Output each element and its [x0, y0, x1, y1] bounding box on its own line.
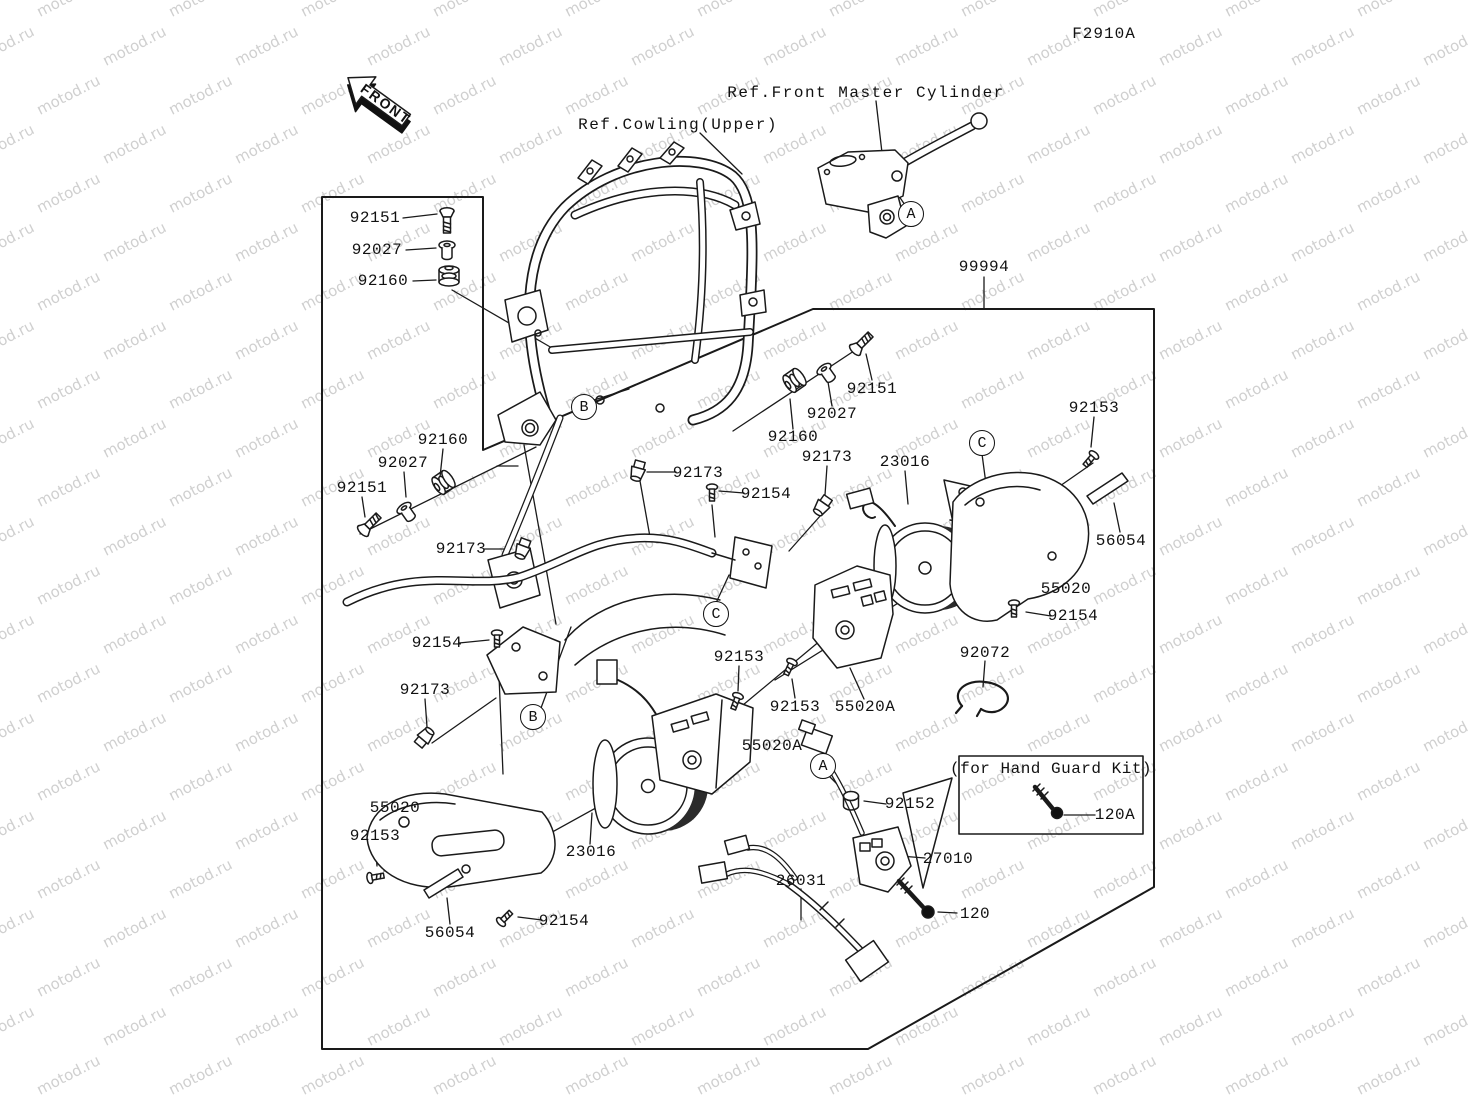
screw-92151: [439, 207, 455, 234]
part-label-23016: 23016: [879, 453, 931, 471]
lamp-bracket-right: [949, 471, 1090, 622]
part-label-92173: 92173: [801, 448, 853, 466]
part-label-55020A: 55020A: [834, 698, 896, 716]
collar-92027: [438, 240, 456, 261]
lamp-connector-right: [845, 487, 875, 510]
lamp-cover-right: [812, 565, 894, 669]
reflector-strip-right: [1086, 472, 1129, 505]
part-label-92154: 92154: [538, 912, 590, 930]
part-label-92152: 92152: [884, 795, 936, 813]
hand-guard-kit-label: (for Hand Guard Kit): [949, 760, 1153, 778]
ref-label: Ref.Front Master Cylinder: [727, 84, 1005, 102]
part-label-92027: 92027: [377, 454, 429, 472]
hand-guard-kit-box: [958, 755, 1144, 835]
collar-92027: [814, 360, 840, 387]
screw-92154: [494, 907, 516, 929]
part-label-92153: 92153: [349, 827, 401, 845]
diagram-boundary: [321, 196, 1155, 1050]
damper-92160: [779, 365, 810, 396]
part-label-99994: 99994: [958, 258, 1010, 276]
callout-circle-A: A: [898, 201, 924, 227]
part-label-92151: 92151: [846, 380, 898, 398]
part-label-120: 120: [959, 905, 991, 923]
clamp-drawing: [954, 680, 1010, 718]
fog-lamp-left-group: [366, 659, 754, 899]
sensor-92173: [412, 724, 438, 751]
part-label-92160: 92160: [767, 428, 819, 446]
part-label-27010: 27010: [922, 850, 974, 868]
cap-92152: [842, 790, 860, 811]
part-label-55020A: 55020A: [741, 737, 803, 755]
ref-label: Ref.Cowling(Upper): [578, 116, 778, 134]
part-label-92154: 92154: [411, 634, 463, 652]
fog-lamp-right-group: [812, 471, 1129, 669]
bolt-120A: [1032, 783, 1064, 820]
diagram-code: F2910A: [1072, 25, 1136, 43]
part-label-26031: 26031: [775, 872, 827, 890]
lamp-cable-right: [862, 500, 896, 527]
part-label-92153: 92153: [713, 648, 765, 666]
harness-drawing: [698, 834, 890, 983]
lamp-connector-left: [596, 659, 618, 685]
part-label-92151: 92151: [349, 209, 401, 227]
callout-circle-B: B: [571, 394, 597, 420]
part-label-92173: 92173: [435, 540, 487, 558]
callout-circle-A: A: [810, 753, 836, 779]
damper-92160: [438, 265, 460, 287]
part-label-120A: 120A: [1094, 806, 1136, 824]
part-label-92173: 92173: [672, 464, 724, 482]
part-label-92160: 92160: [417, 431, 469, 449]
part-label-92153: 92153: [1068, 399, 1120, 417]
callout-circle-C: C: [969, 430, 995, 456]
part-label-92151: 92151: [336, 479, 388, 497]
bolt-120: [896, 877, 935, 919]
part-label-92154: 92154: [1047, 607, 1099, 625]
callout-circle-B: B: [520, 704, 546, 730]
screw-92153: [1080, 448, 1101, 471]
handlebar-pipe-drawing: [342, 533, 773, 607]
part-label-92173: 92173: [399, 681, 451, 699]
lamp-bracket-left: [366, 792, 556, 889]
lamp-cover-left: [651, 693, 754, 795]
cowling-stay-drawing: [486, 141, 767, 695]
screw-92154: [705, 483, 719, 502]
sensor-92173: [810, 492, 835, 519]
part-label-92153: 92153: [769, 698, 821, 716]
reflector-strip-left: [423, 868, 464, 899]
callout-circle-C: C: [703, 601, 729, 627]
part-label-92027: 92027: [351, 241, 403, 259]
part-label-55020: 55020: [369, 799, 421, 817]
front-arrow-icon: [346, 76, 412, 134]
part-label-92072: 92072: [959, 644, 1011, 662]
sensor-92173: [627, 458, 648, 484]
part-label-55020: 55020: [1040, 580, 1092, 598]
master-cylinder-drawing: [817, 112, 988, 239]
collar-92027: [394, 499, 420, 526]
part-label-92160: 92160: [357, 272, 409, 290]
part-label-56054: 56054: [1095, 532, 1147, 550]
damper-92160: [428, 467, 459, 498]
part-label-92027: 92027: [806, 405, 858, 423]
part-label-92154: 92154: [740, 485, 792, 503]
part-label-56054: 56054: [424, 924, 476, 942]
screw-92153: [365, 869, 386, 885]
part-label-23016: 23016: [565, 843, 617, 861]
